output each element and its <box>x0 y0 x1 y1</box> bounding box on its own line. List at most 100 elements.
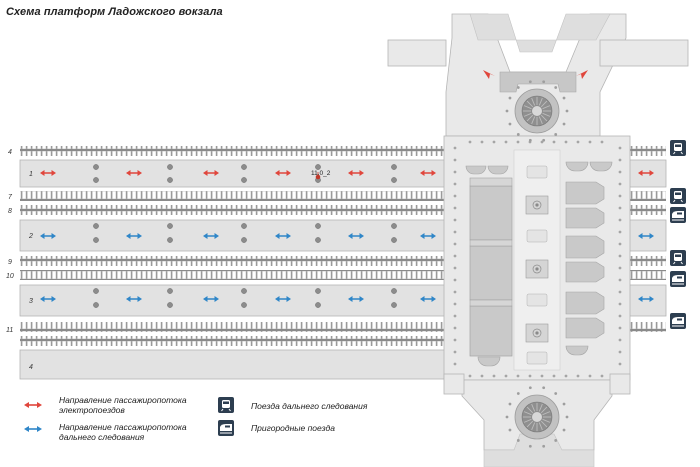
west-shelter-2 <box>487 165 509 175</box>
concourse-column <box>453 302 457 306</box>
platform-pillar <box>391 223 397 229</box>
flow-arrow-icon <box>275 296 291 302</box>
rotunda-ring-dot <box>508 122 512 126</box>
rotunda-ring-dot <box>562 96 566 100</box>
west-shelter-3 <box>477 356 501 367</box>
platform-pillar <box>93 237 99 243</box>
platform-pillar <box>315 223 321 229</box>
track-labels: 4 1 7 8 2 9 10 3 11 4 <box>6 149 33 371</box>
rotunda-ring-dot <box>542 444 546 448</box>
rotunda-spoke <box>531 422 536 431</box>
concourse-column <box>492 374 496 378</box>
track-7-east <box>628 191 666 201</box>
area-4-south <box>19 349 463 380</box>
east-hall-block <box>565 235 605 259</box>
rotunda-spoke <box>538 422 543 431</box>
platform-pillar <box>391 288 397 294</box>
rotunda-spoke <box>542 418 551 423</box>
rotunda-ring-dot <box>562 402 566 406</box>
platform-pillar <box>167 237 173 243</box>
central-kiosks <box>525 165 549 365</box>
platform-pillar <box>93 223 99 229</box>
concourse-column <box>453 230 457 234</box>
rotunda-spoke <box>523 411 532 416</box>
north-side-tab-left <box>387 39 447 67</box>
platform-pillar <box>167 164 173 170</box>
flow-arrow-icon <box>40 170 56 176</box>
concourse-column <box>453 170 457 174</box>
concourse-column <box>618 314 622 318</box>
concourse-column <box>600 374 604 378</box>
legend-suburban-label: Пригородные поезда <box>251 423 335 433</box>
south-rotunda <box>514 394 560 440</box>
track-8-east <box>628 205 666 215</box>
rotunda-ring-dot <box>554 439 558 442</box>
track-4-bottom <box>20 336 462 346</box>
north-shelter <box>499 71 577 93</box>
central-bench <box>526 165 548 179</box>
legend-suburban-icon <box>218 420 234 436</box>
concourse-column <box>618 182 622 186</box>
flow-arrow-icon <box>348 233 364 239</box>
platform-pillar <box>391 177 397 183</box>
west-hall-block-2 <box>469 245 513 301</box>
flow-arrow-icon <box>40 296 56 302</box>
track-11 <box>20 322 462 332</box>
track-9-east <box>628 256 666 266</box>
rotunda-spoke <box>540 420 548 428</box>
legend-blue-line-2: дальнего следования <box>59 432 145 442</box>
rotunda-spoke <box>531 97 536 106</box>
concourse-column <box>618 170 622 174</box>
concourse-column <box>453 326 457 330</box>
concourse-column <box>618 290 622 294</box>
long-distance-train-icon <box>670 250 686 266</box>
concourse-column <box>618 350 622 354</box>
concourse-column <box>468 374 472 378</box>
platform-pillar <box>241 288 247 294</box>
rotunda-spoke <box>542 105 551 110</box>
concourse-column <box>588 374 592 378</box>
track-train-icons <box>670 140 686 329</box>
row-label-7: 7 <box>8 194 13 201</box>
rotunda-spoke <box>526 100 534 108</box>
row-label-4-top: 4 <box>8 149 12 156</box>
rotunda-spoke <box>538 116 543 125</box>
rotunda-spoke <box>540 114 548 122</box>
east-shelter <box>565 161 589 172</box>
concourse-column <box>576 374 580 378</box>
concourse-column <box>552 374 556 378</box>
rotunda-ring-dot <box>562 122 566 126</box>
flow-arrow-icon <box>420 296 436 302</box>
rotunda-spoke <box>538 97 543 106</box>
west-shelter-1 <box>465 165 487 175</box>
flow-arrow-icon <box>275 233 291 239</box>
platform-pillar <box>315 288 321 294</box>
rotunda-ring-dot <box>565 109 569 113</box>
row-label-9: 9 <box>8 259 12 266</box>
concourse-column <box>552 140 556 144</box>
flow-arrow-icon <box>638 233 654 239</box>
platform-pillar <box>391 164 397 170</box>
central-bench <box>526 229 548 243</box>
suburban-train-icon <box>670 207 686 223</box>
concourse-column <box>618 254 622 258</box>
platform-pillars <box>93 164 397 308</box>
flow-arrow-icon <box>126 296 142 302</box>
platform-pillar <box>167 223 173 229</box>
concourse-column <box>453 218 457 222</box>
rotunda-ring-dot <box>554 86 558 89</box>
scheme-title: Схема платформ Ладожского вокзала <box>6 6 223 18</box>
north-side-tab-right <box>599 39 689 67</box>
flow-arrow-icon <box>40 233 56 239</box>
platform-pillar <box>93 302 99 308</box>
marker-label: 11.0_2 <box>311 170 331 177</box>
flow-arrow-icon <box>126 233 142 239</box>
rotunda-spoke <box>531 116 536 125</box>
flow-arrow-icon <box>638 170 654 176</box>
concourse-column <box>576 140 580 144</box>
rotunda-ring-dot <box>554 392 558 395</box>
concourse-column <box>453 146 457 150</box>
platform-pillar <box>315 164 321 170</box>
rotunda-spoke <box>540 100 548 108</box>
concourse-column <box>480 140 484 144</box>
